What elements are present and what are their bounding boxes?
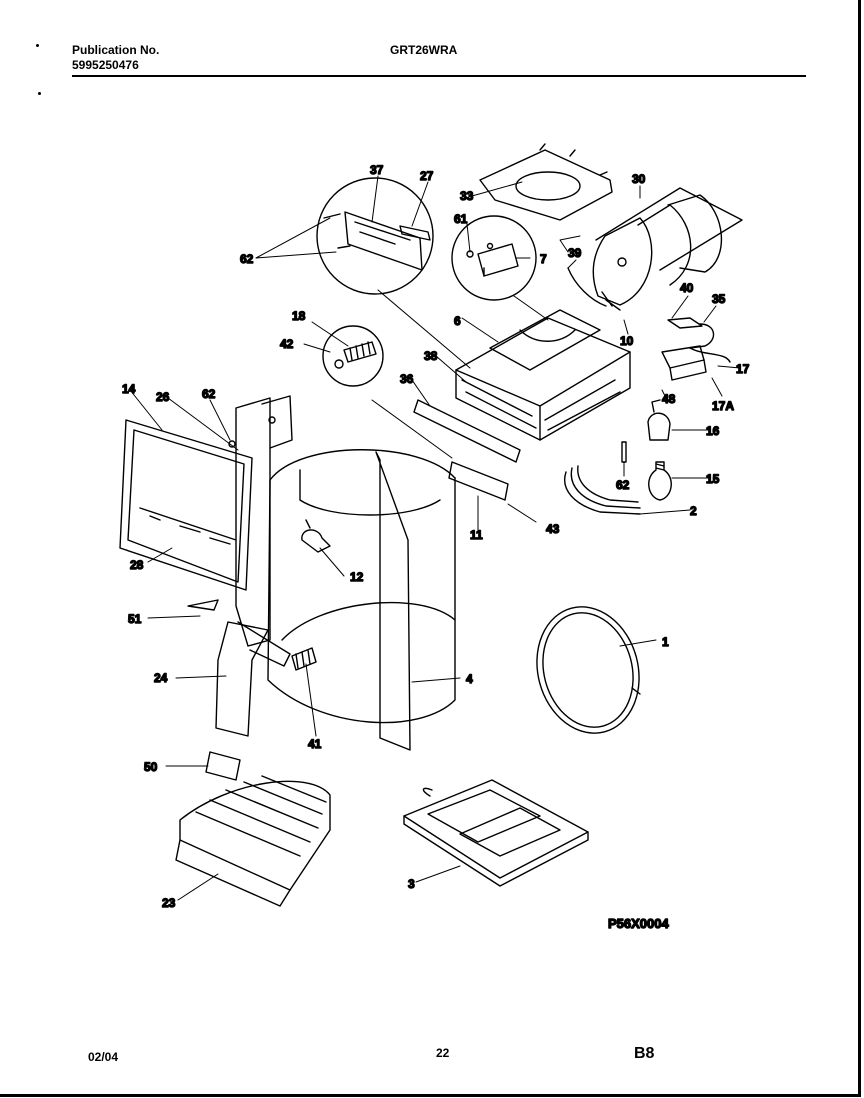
callout-38: 38 xyxy=(424,349,438,363)
footer-page-number: 22 xyxy=(436,1046,450,1060)
callout-18: 18 xyxy=(292,309,306,323)
publication-number: 5995250476 xyxy=(72,58,139,72)
part-15-bulb xyxy=(648,461,672,501)
callout-62-b: 62 xyxy=(202,387,216,401)
scan-speck xyxy=(36,44,39,47)
callout-62-a: 62 xyxy=(240,252,254,266)
callout-41: 41 xyxy=(308,737,322,751)
callout-40: 40 xyxy=(680,281,694,295)
callout-15: 15 xyxy=(706,472,720,486)
callout-11: 11 xyxy=(470,528,483,542)
callout-30: 30 xyxy=(632,172,646,186)
publication-label: Publication No. xyxy=(72,43,160,57)
callout-37: 37 xyxy=(370,163,384,177)
part-50-label xyxy=(205,751,241,781)
callout-48: 48 xyxy=(662,392,676,406)
part-16-switch xyxy=(647,399,671,441)
callout-10: 10 xyxy=(620,334,634,348)
part-33-top-plate xyxy=(479,143,613,221)
callout-17a: 17A xyxy=(712,399,734,413)
callout-14: 14 xyxy=(122,382,136,396)
callout-42: 42 xyxy=(280,337,294,351)
callout-7: 7 xyxy=(540,252,547,266)
part-41-spring xyxy=(291,647,317,671)
callout-50: 50 xyxy=(144,760,158,774)
part-2-wire-harness xyxy=(564,465,641,515)
callout-4: 4 xyxy=(466,672,473,686)
footer-section: B8 xyxy=(634,1045,655,1062)
header-rule xyxy=(72,75,806,77)
part-11-shield xyxy=(448,461,509,501)
callout-1: 1 xyxy=(662,635,669,649)
part-35-40-heater xyxy=(667,317,731,363)
part-18-detail-circle xyxy=(322,325,384,387)
scan-speck xyxy=(38,92,41,95)
callout-51: 51 xyxy=(128,612,142,626)
part-24-chute-arm xyxy=(215,621,291,737)
callout-16: 16 xyxy=(706,424,720,438)
callout-35: 35 xyxy=(712,292,726,306)
callout-2: 2 xyxy=(690,504,697,518)
callout-62-c: 62 xyxy=(616,478,630,492)
part-6-dispenser-housing xyxy=(455,309,631,441)
part-36-strip xyxy=(413,399,521,463)
part-48-bracket xyxy=(661,345,707,381)
callout-3: 3 xyxy=(408,877,415,891)
figure-code: P56X0004 xyxy=(608,916,669,931)
part-62-screw xyxy=(621,441,627,463)
part-30-duct-assembly xyxy=(592,187,743,311)
callout-6: 6 xyxy=(454,314,461,328)
callout-28: 28 xyxy=(130,558,144,572)
callout-36: 36 xyxy=(400,372,414,386)
part-4-ice-container xyxy=(267,449,456,751)
callout-33: 33 xyxy=(460,189,474,203)
part-39-wire xyxy=(567,267,607,307)
callout-23: 23 xyxy=(162,896,176,910)
callout-39: 39 xyxy=(568,246,582,260)
part-23-drip-tray xyxy=(175,775,331,907)
part-1-gasket-ring xyxy=(536,606,641,734)
model-number: GRT26WRA xyxy=(390,43,458,57)
callout-26: 26 xyxy=(156,390,170,404)
footer-date: 02/04 xyxy=(88,1050,119,1064)
callout-12: 12 xyxy=(350,570,364,584)
callout-61: 61 xyxy=(454,212,468,226)
callout-17: 17 xyxy=(736,362,750,376)
callout-leader-lines xyxy=(129,175,741,901)
part-12-clip xyxy=(301,519,331,553)
part-37-detail-circle xyxy=(316,177,434,295)
part-51-screw xyxy=(187,599,219,611)
callout-27: 27 xyxy=(420,169,434,183)
part-14-bezel-frame xyxy=(119,419,253,591)
part-26-bracket xyxy=(228,395,293,647)
part-3-heater-plate xyxy=(403,779,589,887)
callout-24: 24 xyxy=(154,671,168,685)
callout-43: 43 xyxy=(546,522,560,536)
